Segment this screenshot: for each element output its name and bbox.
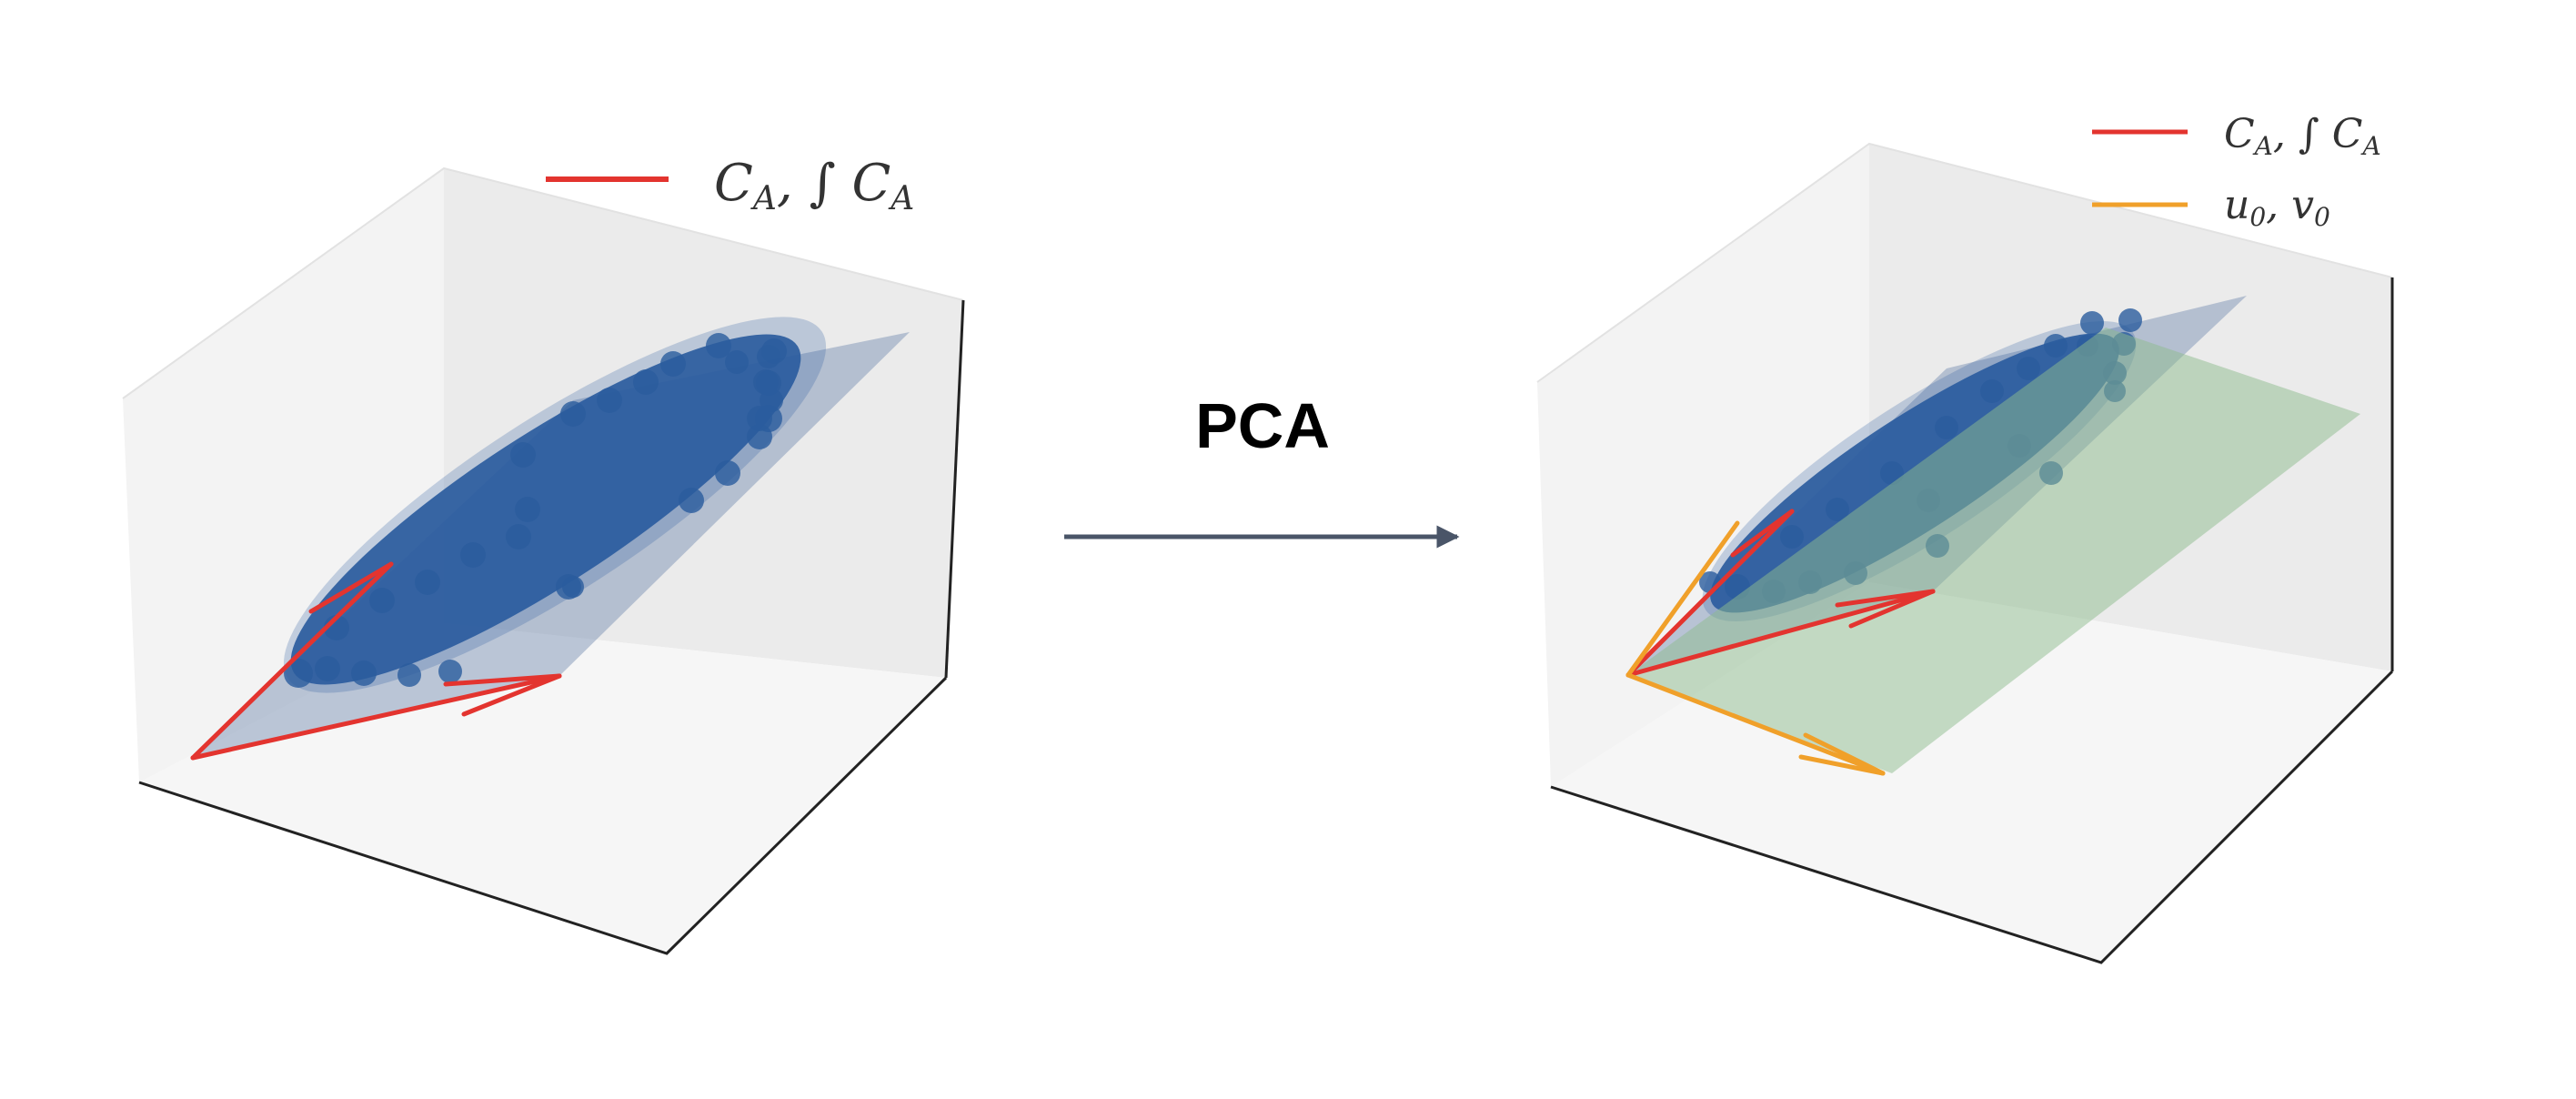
right-red-vectors [1625,509,1936,678]
right-pca-plane [1628,328,2360,773]
right-legend-u-symbol: u [2224,182,2249,228]
left-legend-label: CA, ∫ CA [714,154,914,217]
left-data-point [438,660,462,683]
left-vector-int-c-a-head-lower [461,673,562,717]
right-legend: CA, ∫ CA u0, v0 [2092,111,2381,232]
left-data-point [351,660,377,686]
right-data-point [1935,416,1958,439]
left-data-point [660,351,686,377]
right-data-point [2080,311,2104,335]
right-legend-u-subscript: 0 [2249,202,2266,232]
left-data-point [706,333,731,358]
left-data-point [560,401,586,427]
left-vector-int-c-a-head-upper [443,673,562,687]
left-pane-edges [122,166,964,399]
right-vector-u0-head-upper [1798,754,1886,776]
left-data-point [460,542,486,568]
left-legend-c-a-subscript: A [750,180,777,217]
left-floor-axes [138,676,948,955]
left-data-point [515,497,540,522]
left-legend-int-subscript: A [888,180,914,217]
left-legend: CA, ∫ CA [546,154,914,217]
right-vector-int-c-a-head-lower [1848,589,1936,629]
right-vector-int-c-a [1625,589,1936,678]
right-vector-c-a-head [1730,509,1795,558]
left-data-point [284,659,313,688]
left-legend-separator: , ∫ C [777,154,891,213]
right-data-point [1980,379,2004,403]
left-3d-panel: CA, ∫ CA [122,154,965,955]
right-legend-comma: , v [2266,182,2314,228]
right-legend-label-red: CA, ∫ CA [2224,111,2381,161]
right-data-point [2017,357,2040,380]
left-red-vectors [190,561,562,761]
left-data-point [755,405,782,432]
right-data-point [2118,308,2142,332]
left-legend-c-a-symbol: C [714,154,753,213]
left-data-point [369,588,395,613]
right-data-point [1826,498,1849,521]
left-data-point [510,442,536,468]
left-point-cloud-halo [283,317,827,693]
right-floor-axes [1550,670,2394,964]
right-data-point [2044,334,2068,358]
right-vector-u0-head-lower [1803,732,1886,776]
left-vector-int-c-a [190,673,562,761]
left-data-point [315,656,340,681]
right-data-point [1780,525,1804,549]
left-data-point [725,350,749,374]
right-vector-v0 [1625,520,1740,678]
right-legend-int-subscript: A [2360,131,2380,161]
pca-transition: PCA [1064,390,1460,549]
right-legend-label-orange: u0, v0 [2224,182,2330,232]
left-point-cloud-core [290,334,801,685]
left-vector-c-a [190,561,394,761]
left-data-point [633,369,659,395]
left-data-point [562,576,584,598]
left-data-point [397,663,421,687]
pca-label: PCA [1195,390,1330,461]
left-vertical-axis [944,299,965,679]
right-legend-separator: , ∫ C [2273,111,2363,157]
right-legend-c-a-subscript: A [2252,131,2273,161]
left-data-point [679,488,704,513]
left-vector-c-a-head [308,561,394,614]
right-3d-panel: CA, ∫ CA u0, v0 [1536,111,2394,964]
right-legend-c-a-symbol: C [2224,111,2255,157]
left-data-point [415,570,440,595]
left-data-point [506,524,531,550]
left-data-point [597,388,622,413]
left-scatter-points [284,333,787,688]
right-pane-edges [1536,142,2393,383]
right-legend-v-subscript: 0 [2314,202,2330,232]
right-orange-vectors [1625,520,1886,776]
left-data-point [715,460,740,486]
left-data-point [761,338,787,364]
right-vector-u0 [1625,672,1886,776]
left-data-point [756,370,781,396]
left-point-cloud [283,317,827,693]
right-vector-c-a [1625,509,1795,678]
right-vector-int-c-a-head-upper [1835,589,1936,608]
